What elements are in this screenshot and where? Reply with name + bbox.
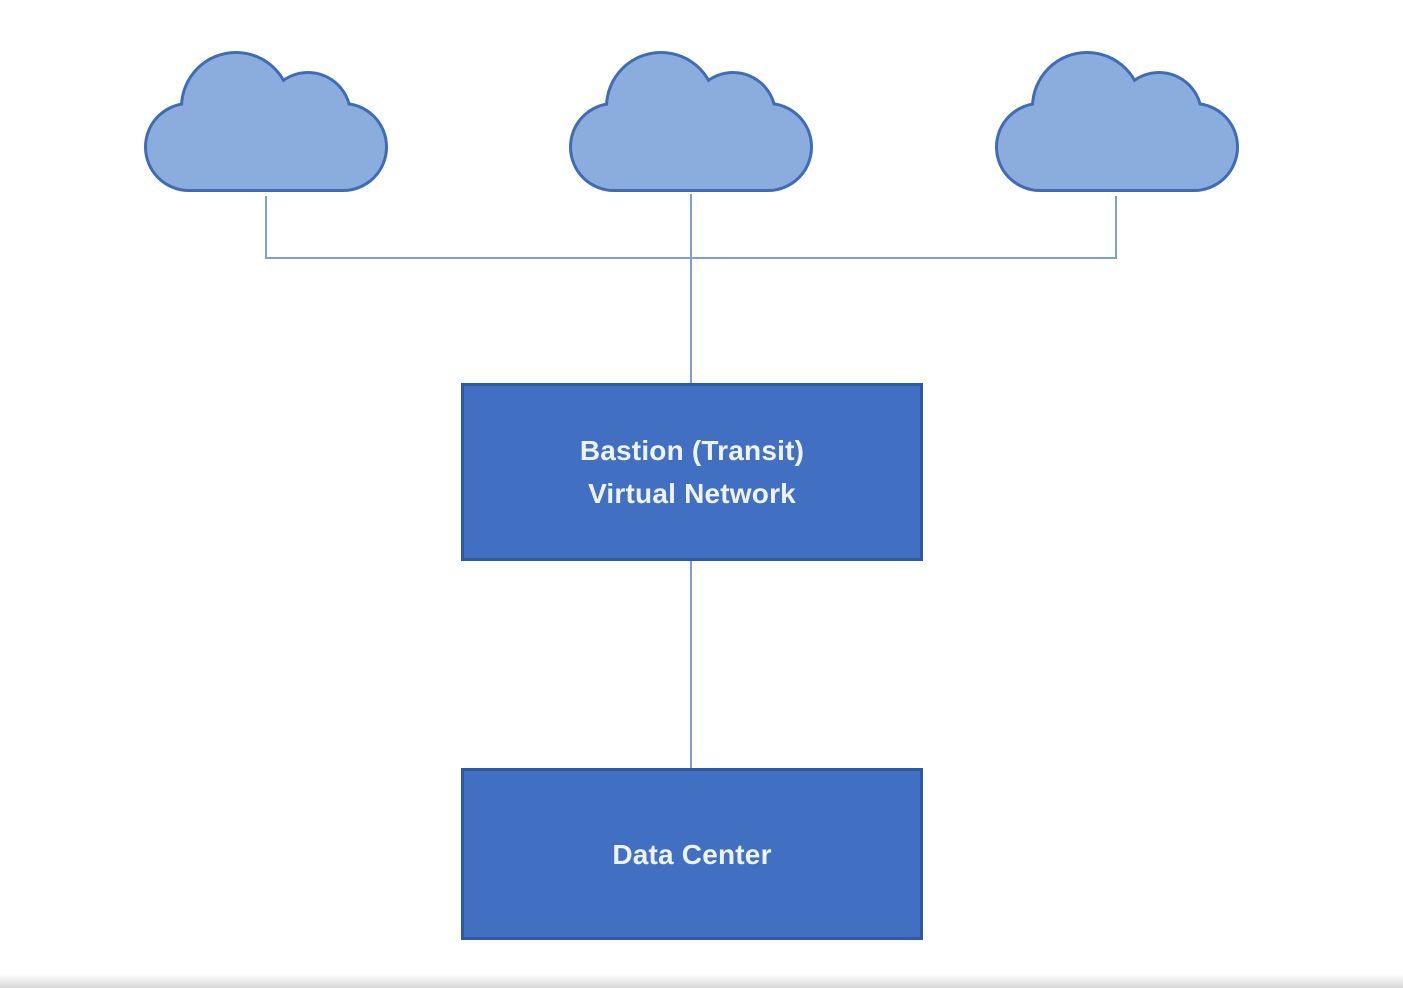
bastion-label-line2: Virtual Network: [588, 478, 796, 509]
bastion-virtual-network-box: Bastion (Transit) Virtual Network: [461, 383, 923, 561]
data-center-box: Data Center: [461, 768, 923, 940]
cloud-icon: [569, 51, 813, 192]
data-center-label: Data Center: [612, 838, 772, 870]
bastion-label-line1: Bastion (Transit): [579, 435, 805, 466]
bottom-edge-gradient: [0, 974, 1403, 988]
cloud-icon: [144, 51, 388, 192]
cloud-icon: [995, 51, 1239, 192]
